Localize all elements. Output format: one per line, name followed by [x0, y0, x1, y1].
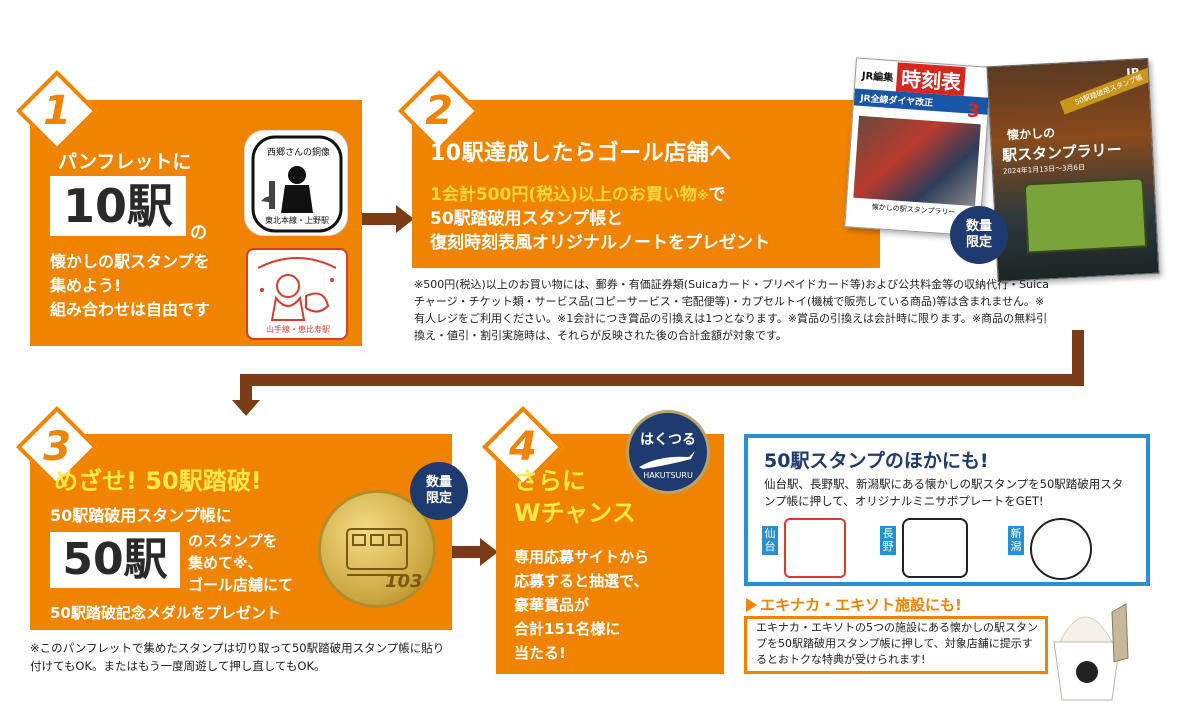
extra-desc: 仙台駅、長野駅、新潟駅にある懐かしの駅スタンプを50駅踏破用スタンプ帳に押して、…	[764, 477, 1124, 509]
station-label-sendai: 仙台	[762, 526, 778, 556]
station-stamp-nagano: 長野	[880, 518, 990, 580]
arrowhead-right-icon	[396, 205, 414, 233]
connector-to-step3-down	[240, 374, 252, 402]
ueno-stamp-caption: 東北本線・上野駅	[265, 216, 329, 225]
step3-title: めざせ! 50駅踏破!	[54, 467, 262, 495]
step1-line2: 懐かしの駅スタンプを	[50, 252, 210, 271]
sendai-stamp-image	[784, 518, 846, 578]
timetable-book-photos	[853, 115, 981, 207]
step3-line2: 50駅踏破記念メダルをプレゼント	[50, 604, 281, 622]
step2-line1-mark: ※	[696, 189, 709, 203]
connector-step2-down	[1072, 330, 1084, 386]
stamp-book-train-art	[1023, 177, 1148, 254]
extra-panel	[744, 434, 1150, 586]
hakutsuru-en: HAKUTSURU	[643, 471, 693, 480]
ekinaka-arrow-icon	[746, 598, 757, 612]
step1-line1: パンフレットに	[58, 151, 192, 173]
soft-serve-image	[1030, 588, 1140, 710]
step3-number: 3	[43, 424, 71, 470]
step4-line1: 専用応募サイトから	[514, 548, 650, 566]
step4-title2: Wチャンス	[514, 499, 636, 527]
niigata-stamp-image	[1030, 518, 1092, 580]
crane-icon	[639, 451, 695, 469]
ebisu-stamp-illustration	[257, 257, 337, 321]
hakutsuru-jp: はくつる	[640, 432, 696, 448]
step4-line4: 合計151名様に	[514, 620, 621, 638]
step4-number: 4	[509, 424, 537, 470]
medal-number: 103	[385, 571, 423, 592]
step2-line1-row: 1会計500円(税込)以上のお買い物※で	[430, 184, 726, 206]
step2-title: 10駅達成したらゴール店舗へ	[430, 141, 732, 166]
connector-step3-to-step4	[452, 546, 482, 558]
hakutsuru-headmark: はくつる HAKUTSURU	[626, 410, 710, 494]
step3-footnote: ※このパンフレットで集めたスタンプは切り取って50駅踏破用スタンプ帳に貼り付けて…	[30, 641, 445, 673]
step2-line2: 50駅踏破用スタンプ帳と	[430, 209, 624, 229]
step1-line4: 組み合わせは自由です	[50, 300, 211, 319]
ekinaka-panel	[744, 616, 1048, 674]
timetable-book-brand: JR編集	[861, 70, 894, 84]
nagano-stamp-image	[902, 518, 968, 578]
station-stamp-niigata: 新潟	[1008, 518, 1138, 580]
stamp-book-ribbon: 50駅踏破用スタンプ帳	[1059, 65, 1159, 115]
ebisu-stamp-image: 山手線・恵比寿駅	[246, 248, 348, 340]
timetable-book-issue: 3	[966, 100, 981, 123]
step3-line1: 50駅踏破用スタンプ帳に	[50, 506, 232, 525]
timetable-book-name: 時刻表	[896, 61, 967, 96]
arrowhead-right-icon	[480, 538, 498, 566]
soft-serve-illustration	[1053, 603, 1129, 701]
svg-text:西郷さんの銅像: 西郷さんの銅像	[267, 146, 330, 158]
ueno-stamp-illustration: 西郷さんの銅像	[251, 135, 343, 233]
station-label-niigata: 新潟	[1008, 526, 1024, 556]
ebisu-stamp-caption: 山手線・恵比寿駅	[266, 325, 330, 334]
medal-train-illustration	[346, 528, 408, 576]
ueno-stamp-image: 西郷さんの銅像 東北本線・上野駅	[244, 130, 348, 236]
step2-line1: 1会計500円(税込)以上のお買い物	[430, 185, 697, 205]
ekinaka-desc: エキナカ・エキソトの5つの施設にある懐かしの駅スタンプを50駅踏破用スタンプ帳に…	[756, 621, 1038, 666]
connector-step1-to-step2	[362, 213, 398, 225]
connector-horizontal-back	[240, 374, 1084, 386]
step1-suffix: の	[190, 223, 207, 243]
step2-number: 2	[425, 88, 453, 134]
step2-line3: 復刻時刻表風オリジナルノートをプレゼント	[430, 233, 770, 253]
step3-side1: のスタンプを	[188, 532, 278, 550]
step2-footnote: ※500円(税込)以上のお買い物には、郵券・有価証券類(Suicaカード・プリペ…	[414, 278, 1049, 343]
step1-line3: 集めよう!	[50, 276, 122, 295]
ekinaka-title: エキナカ・エキソト施設にも!	[760, 596, 962, 614]
step4-line2: 応募すると抽選で、	[514, 572, 649, 590]
station-stamp-sendai: 仙台	[762, 518, 864, 580]
step2-line1-end: で	[708, 185, 726, 205]
step1-number: 1	[43, 88, 71, 134]
step2-panel	[412, 100, 880, 268]
step1-big-count: 10駅	[50, 176, 186, 236]
step3-big-count: 50駅	[50, 532, 180, 588]
step3-side2: 集めて※、	[188, 554, 263, 572]
step3-limited-badge: 数量 限定	[410, 462, 468, 520]
stamp-book-title1: 懐かしの	[1006, 125, 1056, 143]
step4-line3: 豪華賞品が	[514, 596, 590, 614]
step3-side3: ゴール店舗にて	[188, 576, 294, 594]
step2-limited-badge: 数量 限定	[950, 206, 1008, 264]
step4-title1: さらに	[514, 467, 586, 495]
stamp-book-image: JR 50駅踏破用スタンプ帳 懐かしの 駅スタンプラリー 2024年1月13日〜…	[986, 57, 1160, 283]
step4-line5: 当たる!	[514, 644, 566, 662]
station-label-nagano: 長野	[880, 526, 896, 556]
extra-title: 50駅スタンプのほかにも!	[764, 450, 989, 472]
arrowhead-down-icon	[232, 400, 260, 416]
